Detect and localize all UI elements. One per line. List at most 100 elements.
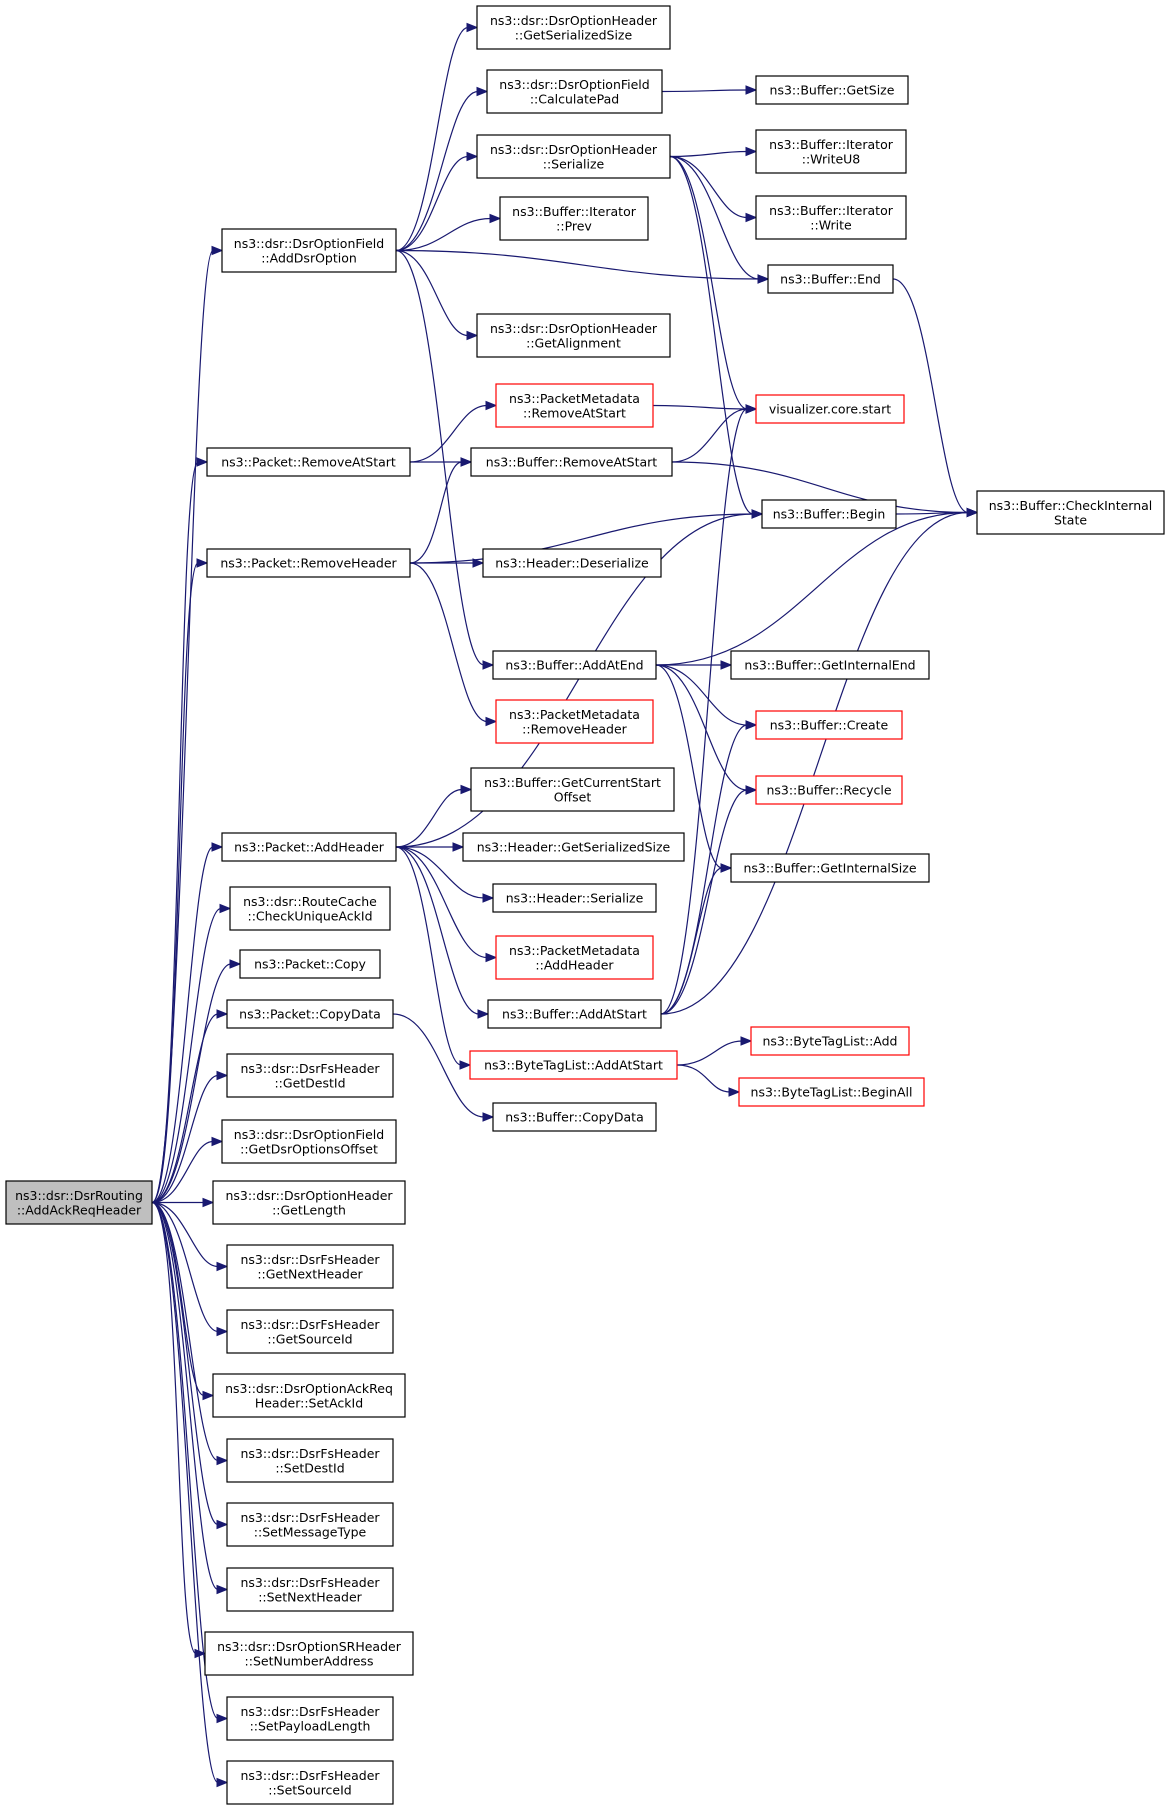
node-add-dsr-option[interactable]: ns3::dsr::DsrOptionField::AddDsrOption [221, 228, 397, 273]
node-calculate-pad[interactable]: ns3::dsr::DsrOptionField::CalculatePad [486, 69, 663, 114]
node-iter-write[interactable]: ns3::Buffer::Iterator::Write [755, 195, 907, 240]
node-label: ns3::Buffer::GetSize [770, 83, 895, 98]
edge-line [395, 846, 480, 1015]
node-pkt-copy[interactable]: ns3::Packet::Copy [239, 949, 381, 979]
node-label: ns3::dsr::DsrOptionSRHeader [217, 1639, 402, 1654]
edge-buf-remove-at-start-to-viz-start [671, 404, 758, 463]
node-ack-req-set-ack-id[interactable]: ns3::dsr::DsrOptionAckReqHeader::SetAckI… [212, 1373, 406, 1418]
node-pkt-copy-data[interactable]: ns3::Packet::CopyData [226, 999, 394, 1029]
node-label: ns3::Buffer::AddAtEnd [505, 658, 643, 673]
node-box [495, 383, 654, 428]
node-label: ns3::Buffer::CheckInternal [989, 498, 1153, 513]
node-buf-add-at-end[interactable]: ns3::Buffer::AddAtEnd [492, 650, 657, 680]
node-label: ::AddHeader [535, 957, 614, 972]
node-box [212, 1373, 406, 1418]
node-buf-recycle[interactable]: ns3::Buffer::Recycle [755, 775, 903, 805]
edge-line [151, 1201, 219, 1526]
node-opt-get-serialized-size[interactable]: ns3::dsr::DsrOptionHeader::GetSerialized… [476, 5, 671, 50]
node-pkt-add-header[interactable]: ns3::Packet::AddHeader [221, 832, 397, 862]
node-box [462, 832, 685, 862]
node-label: ns3::Buffer::GetInternalSize [743, 861, 916, 876]
node-btl-add-at-start[interactable]: ns3::ByteTagList::AddAtStart [469, 1050, 678, 1080]
node-fs-set-message-type[interactable]: ns3::dsr::DsrFsHeader::SetMessageType [226, 1502, 394, 1547]
node-box [492, 883, 657, 913]
node-buf-copy-data[interactable]: ns3::Buffer::CopyData [492, 1102, 657, 1132]
edge-arrowhead [211, 1136, 224, 1147]
node-write-u8[interactable]: ns3::Buffer::Iterator::WriteU8 [755, 129, 907, 174]
edge-root-to-fs-set-next-header [151, 1201, 229, 1595]
edge-line [669, 155, 754, 515]
node-hdr-serialize[interactable]: ns3::Header::Serialize [492, 883, 657, 913]
node-buf-end[interactable]: ns3::Buffer::End [767, 264, 894, 294]
edge-pkt-add-header-to-pm-add-header [395, 846, 498, 963]
node-fs-get-next-header[interactable]: ns3::dsr::DsrFsHeader::GetNextHeader [226, 1244, 394, 1289]
edge-line [655, 511, 969, 666]
node-buf-begin[interactable]: ns3::Buffer::Begin [761, 499, 897, 529]
node-root[interactable]: ns3::dsr::DsrRouting::AddAckReqHeader [5, 1180, 153, 1225]
edge-root-to-fs-set-message-type [151, 1201, 229, 1530]
edge-opt-serialize-to-iter-write [669, 155, 758, 223]
edge-root-to-fs-get-dest-id [151, 1070, 229, 1204]
node-label: ns3::Buffer::Iterator [769, 137, 894, 152]
node-label: ns3::Packet::AddHeader [234, 840, 385, 855]
node-label: ns3::Buffer::GetInternalEnd [744, 658, 915, 673]
node-pm-add-header[interactable]: ns3::PacketMetadata::AddHeader [495, 935, 654, 980]
node-fs-set-dest-id[interactable]: ns3::dsr::DsrFsHeader::SetDestId [226, 1438, 394, 1483]
edge-line [409, 404, 488, 463]
node-hdr-get-serialized-size[interactable]: ns3::Header::GetSerializedSize [462, 832, 685, 862]
edge-line [660, 789, 748, 1015]
node-label: ns3::dsr::DsrOptionField [499, 77, 649, 92]
edge-arrowhead [720, 863, 733, 873]
node-fs-set-source-id[interactable]: ns3::dsr::DsrFsHeader::SetSourceId [226, 1760, 394, 1805]
node-iter-prev[interactable]: ns3::Buffer::Iterator::Prev [499, 196, 649, 241]
node-get-alignment[interactable]: ns3::dsr::DsrOptionHeader::GetAlignment [476, 313, 671, 358]
edge-line [395, 249, 469, 337]
node-box [492, 650, 657, 680]
node-buf-remove-at-start[interactable]: ns3::Buffer::RemoveAtStart [470, 447, 673, 477]
node-get-internal-end[interactable]: ns3::Buffer::GetInternalEnd [730, 650, 930, 680]
edge-add-dsr-option-to-calculate-pad [395, 86, 489, 252]
edge-arrowhead [482, 893, 495, 903]
edge-btl-add-at-start-to-btl-begin-all [676, 1064, 741, 1097]
node-box [730, 650, 930, 680]
node-label: Offset [554, 789, 592, 804]
node-label: ns3::Packet::CopyData [239, 1007, 381, 1022]
node-buf-get-size[interactable]: ns3::Buffer::GetSize [755, 75, 909, 105]
edge-arrowhead [745, 85, 758, 95]
node-viz-start[interactable]: visualizer.core.start [755, 394, 905, 424]
node-label: ::SetSourceId [268, 1782, 352, 1797]
node-btl-add[interactable]: ns3::ByteTagList::Add [750, 1026, 910, 1056]
node-pkt-remove-at-start[interactable]: ns3::Packet::RemoveAtStart [206, 447, 411, 477]
edge-arrowhead [216, 1519, 229, 1530]
node-opt-get-length[interactable]: ns3::dsr::DsrOptionHeader::GetLength [212, 1180, 406, 1225]
node-buf-add-at-start[interactable]: ns3::Buffer::AddAtStart [487, 999, 662, 1029]
node-label: ns3::Buffer::GetCurrentStart [484, 775, 661, 790]
node-sr-set-number-address[interactable]: ns3::dsr::DsrOptionSRHeader::SetNumberAd… [204, 1631, 414, 1676]
edge-line [660, 511, 969, 1015]
node-pkt-remove-header[interactable]: ns3::Packet::RemoveHeader [206, 548, 411, 578]
node-fs-set-payload-length[interactable]: ns3::dsr::DsrFsHeader::SetPayloadLength [226, 1696, 394, 1741]
node-fs-set-next-header[interactable]: ns3::dsr::DsrFsHeader::SetNextHeader [226, 1567, 394, 1612]
node-fs-get-source-id[interactable]: ns3::dsr::DsrFsHeader::GetSourceId [226, 1309, 394, 1354]
node-label: ns3::dsr::DsrOptionHeader [490, 142, 658, 157]
node-label: ns3::Packet::RemoveAtStart [221, 455, 396, 470]
edge-pkt-remove-at-start-to-pm-remove-at-start [409, 400, 498, 463]
node-fs-get-dest-id[interactable]: ns3::dsr::DsrFsHeader::GetDestId [226, 1053, 394, 1098]
node-pm-remove-at-start[interactable]: ns3::PacketMetadata::RemoveAtStart [495, 383, 654, 428]
node-label: ns3::ByteTagList::Add [762, 1034, 897, 1049]
node-buf-create[interactable]: ns3::Buffer::Create [755, 710, 903, 740]
node-label: ns3::Buffer::Begin [773, 507, 886, 522]
node-check-unique-ack-id[interactable]: ns3::dsr::RouteCache::CheckUniqueAckId [229, 886, 391, 931]
node-box [226, 1244, 394, 1289]
node-opt-serialize[interactable]: ns3::dsr::DsrOptionHeader::Serialize [476, 134, 671, 179]
edge-line [409, 461, 463, 564]
edge-arrowhead [485, 716, 498, 727]
node-hdr-deserialize[interactable]: ns3::Header::Deserialize [482, 548, 662, 578]
node-pm-remove-header[interactable]: ns3::PacketMetadata::RemoveHeader [495, 699, 654, 744]
node-get-internal-size[interactable]: ns3::Buffer::GetInternalSize [730, 853, 930, 883]
node-btl-begin-all[interactable]: ns3::ByteTagList::BeginAll [738, 1077, 925, 1107]
node-box [482, 548, 662, 578]
node-get-dsr-options-offset[interactable]: ns3::dsr::DsrOptionField::GetDsrOptionsO… [221, 1119, 397, 1164]
